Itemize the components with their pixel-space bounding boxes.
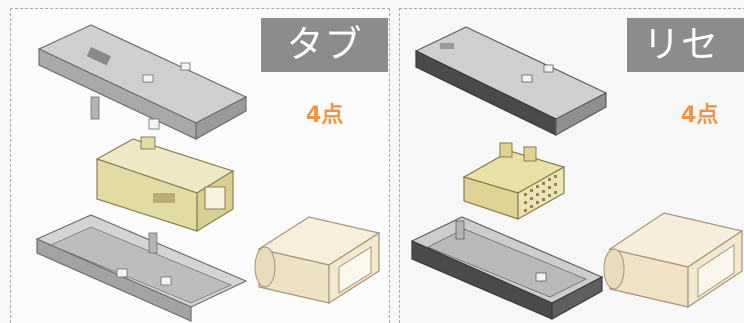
parts-count-receptacle: 4点 (681, 103, 719, 128)
parts-count-tab: 4点 (306, 103, 344, 128)
tab-top-shell-icon (37, 24, 248, 141)
receptacle-parts-panel: リセ 4点 (399, 8, 744, 323)
receptacle-bottom-shell-icon (410, 216, 604, 321)
receptacle-top-shell-icon (414, 26, 608, 137)
tab-bottom-shell-icon (35, 214, 248, 322)
panel-label-tab: タブ (261, 18, 388, 72)
panel-label-receptacle: リセ (627, 18, 744, 72)
tab-body-icon (254, 216, 381, 305)
tab-housing-icon (95, 136, 235, 233)
receptacle-body-icon (603, 212, 744, 309)
tab-parts-panel: タブ 4点 (10, 8, 390, 323)
receptacle-housing-icon (462, 142, 566, 221)
